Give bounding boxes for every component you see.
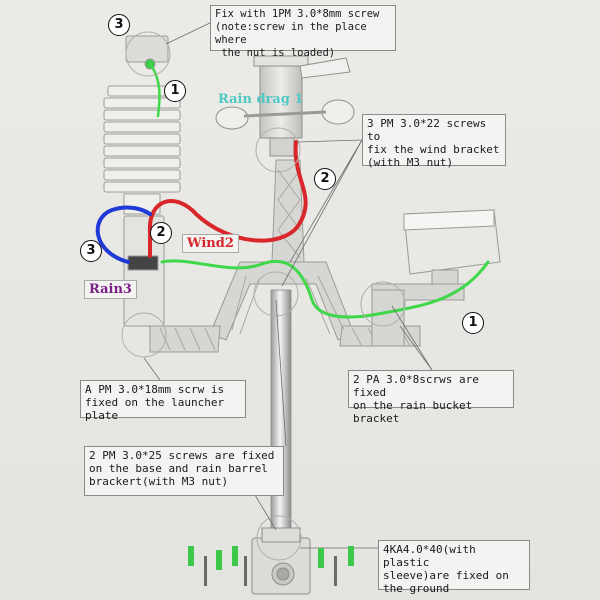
highlight-circles [121,31,406,561]
label-wind2: Wind2 [182,234,239,253]
note-launcher-plate: A PM 3.0*18mm scrw is fixed on the launc… [80,380,246,422]
wind-sensor [215,55,355,157]
green-cable-left [160,259,380,319]
label-rain-drag: Rain drag 1 [218,92,304,107]
top-cap [125,35,169,70]
callout-left-cable: 3 [80,240,102,262]
leader-lines [143,21,433,549]
rain-gauge [371,209,501,347]
blue-cable [95,205,152,264]
note-base-barrel: 2 PM 3.0*25 screws are fixed on the base… [84,446,284,496]
green-cable-top [148,62,161,118]
red-cable [147,140,308,258]
note-wind-bracket: 3 PM 3.0*22 screws to fix the wind brack… [362,114,506,169]
callout-top-sensor: 1 [164,80,186,102]
callout-vane-cable: 2 [314,168,336,190]
callout-top-left: 3 [108,14,130,36]
callout-right-cable: 1 [462,312,484,334]
green-cable-right [376,260,490,316]
note-ground: 4KA4.0*40(with plastic sleeve)are fixed … [378,540,530,595]
radiation-shield [103,85,181,215]
main-pole [270,289,292,536]
note-top-screw: Fix with 1PM 3.0*8mm screw (note:screw i… [210,5,396,59]
note-rain-bucket: 2 PA 3.0*8scrws are fixed on the rain bu… [348,370,514,425]
callout-junction: 2 [150,222,172,244]
label-rain3: Rain3 [84,280,137,299]
ground-screws [188,546,354,586]
cables [95,62,490,319]
